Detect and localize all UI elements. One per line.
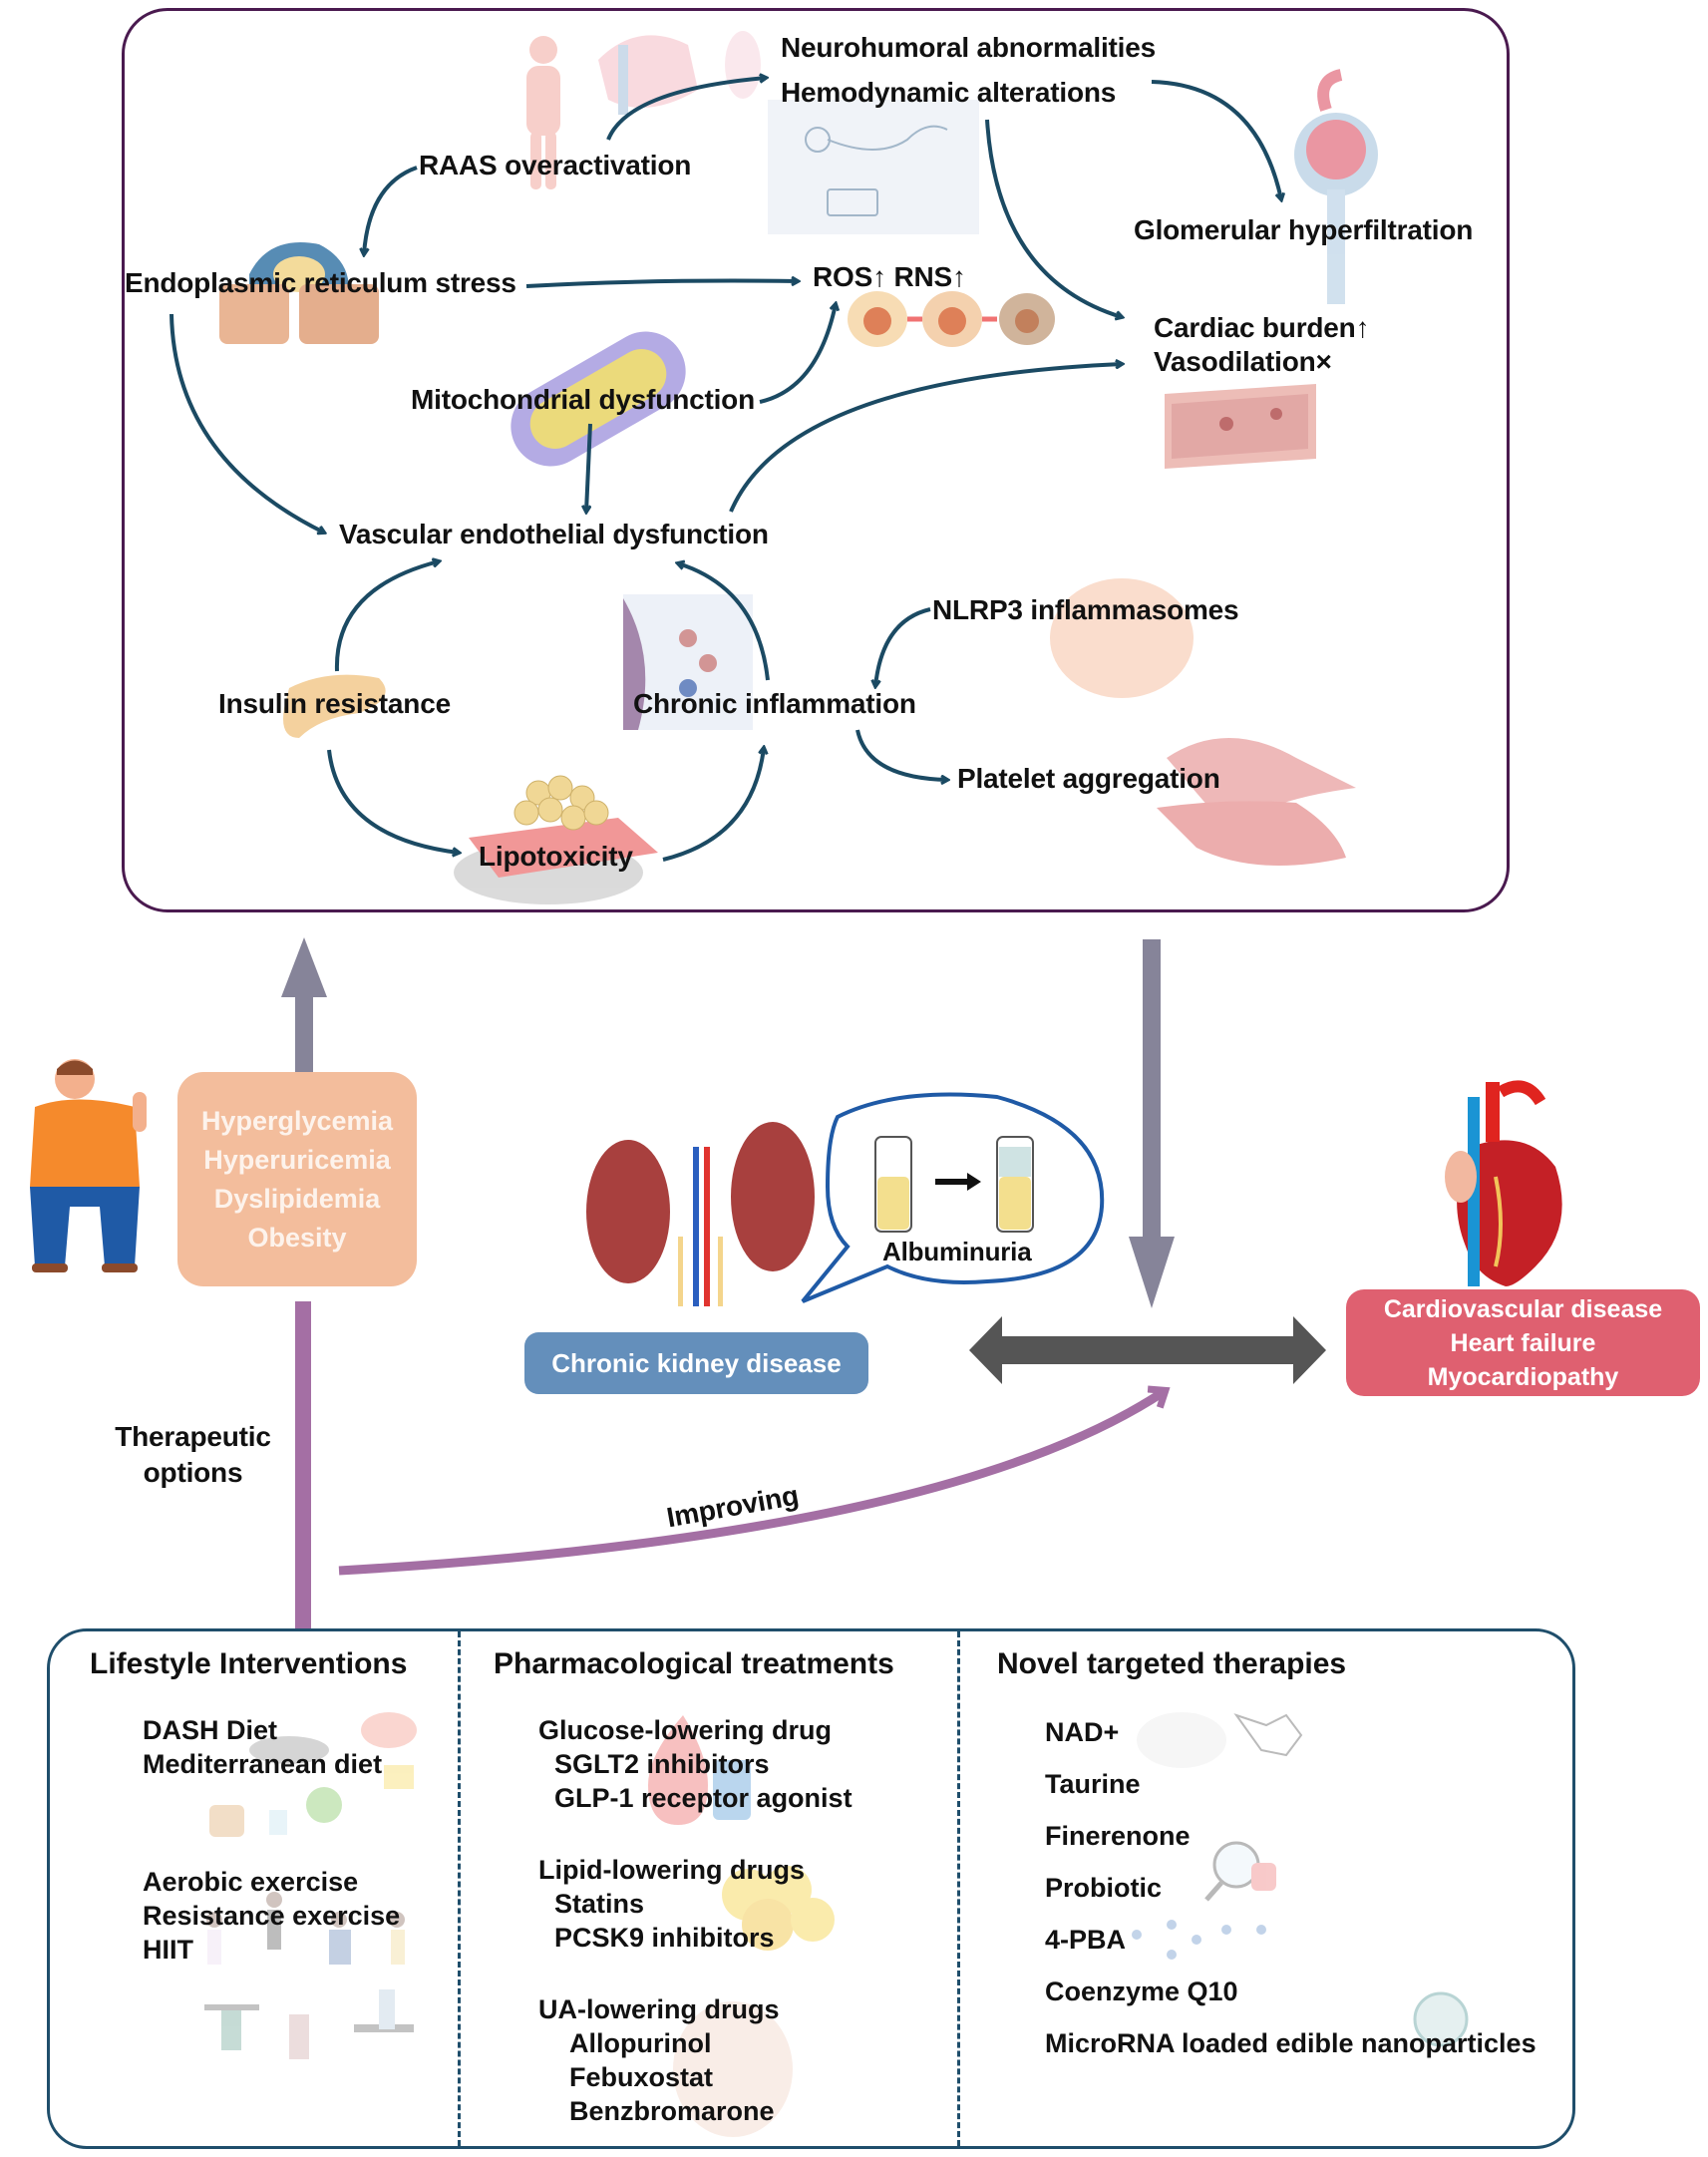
label-vascular-endothelial-dysfunction: Vascular endothelial dysfunction [339,519,769,549]
lifestyle-item: HIIT [143,1935,193,1965]
drug-item: SGLT2 inhibitors [554,1749,770,1779]
ckd-cvd-bidirectional-arrow [969,1316,1326,1384]
label-hemodynamic-alterations: Hemodynamic alterations [781,77,1117,108]
risk-factor-item: Hyperglycemia [200,1105,394,1136]
label-albuminuria: Albuminuria [882,1237,1032,1266]
label-platelet-aggregation: Platelet aggregation [957,763,1220,794]
kidneys-icon [586,1122,815,1306]
risk-factors-box: Hyperglycemia Hyperuricemia Dyslipidemia… [177,1072,417,1286]
drug-class-heading: Lipid-lowering drugs [538,1855,805,1885]
risk-factor-item: Obesity [247,1222,347,1253]
lifestyle-item: Resistance exercise [143,1901,401,1931]
mechanism-panel [122,8,1510,912]
risk-factor-item: Hyperuricemia [203,1144,391,1175]
risk-factor-item: Dyslipidemia [213,1183,381,1214]
pharmacological-title: Pharmacological treatments [494,1647,894,1680]
label-mitochondrial-dysfunction: Mitochondrial dysfunction [411,384,755,415]
therapeutic-line [295,1301,311,1628]
therapeutic-line-2: options [143,1457,243,1488]
label-glomerular-hyperfiltration: Glomerular hyperfiltration [1134,214,1474,245]
lifestyle-title: Lifestyle Interventions [90,1647,408,1680]
label-insulin-resistance: Insulin resistance [218,688,451,719]
column-divider [458,1631,461,2146]
label-improving: Improving [664,1479,802,1534]
obese-person-icon [30,1059,147,1272]
label-vasodilation: Vasodilation× [1154,346,1332,377]
heart-icon [1445,1080,1562,1286]
ckd-box: Chronic kidney disease [524,1332,868,1394]
label-raas-overactivation: RAAS overactivation [419,150,692,180]
improving-arrow [338,1391,1165,1576]
therapy-panel [47,1628,1575,2149]
therapeutic-line-1: Therapeutic [115,1421,271,1452]
label-chronic-inflammation: Chronic inflammation [633,688,916,719]
label-therapeutic-options: Therapeutic options [106,1421,280,1489]
column-divider [957,1631,960,2146]
novel-therapy-item: Finerenone [1045,1821,1191,1851]
drug-item: Febuxostat [569,2062,714,2092]
lifestyle-item: Mediterranean diet [143,1749,383,1779]
drug-class-heading: Glucose-lowering drug [538,1715,833,1745]
cvd-item: Heart failure [1450,1328,1596,1357]
drug-item: PCSK9 inhibitors [554,1923,775,1953]
drug-item: GLP-1 receptor agonist [554,1783,853,1813]
drug-item: Allopurinol [569,2028,712,2058]
novel-therapy-item: NAD+ [1045,1717,1120,1747]
cvd-box: Cardiovascular disease Heart failure Myo… [1346,1289,1700,1396]
label-lipotoxicity: Lipotoxicity [479,841,633,872]
novel-therapy-item: 4-PBA [1045,1925,1127,1955]
novel-therapy-item: Coenzyme Q10 [1045,1977,1238,2006]
novel-therapy-item: Probiotic [1045,1873,1163,1903]
mechanism-to-outcome-arrow [1129,939,1175,1308]
label-nlrp3-inflammasomes: NLRP3 inflammasomes [932,594,1239,625]
label-neurohumoral-abnormalities: Neurohumoral abnormalities [781,32,1156,63]
cvd-item: Myocardiopathy [1427,1362,1619,1391]
novel-therapies-title: Novel targeted therapies [997,1647,1347,1680]
novel-therapy-item: Taurine [1045,1769,1141,1799]
label-er-stress: Endoplasmic reticulum stress [125,267,516,298]
drug-item: Benzbromarone [569,2096,775,2126]
albuminuria-bubble-icon [801,1092,1105,1303]
drug-class-heading: UA-lowering drugs [538,1994,780,2024]
label-cardiac-burden: Cardiac burden↑ [1154,312,1370,343]
cvd-item: Cardiovascular disease [1383,1294,1663,1323]
novel-therapy-item: MicroRNA loaded edible nanoparticles [1045,2028,1537,2058]
lifestyle-item: DASH Diet [143,1715,278,1745]
lifestyle-item: Aerobic exercise [143,1867,359,1897]
drug-item: Statins [554,1889,645,1919]
label-ros-rns: ROS↑ RNS↑ [813,261,966,292]
